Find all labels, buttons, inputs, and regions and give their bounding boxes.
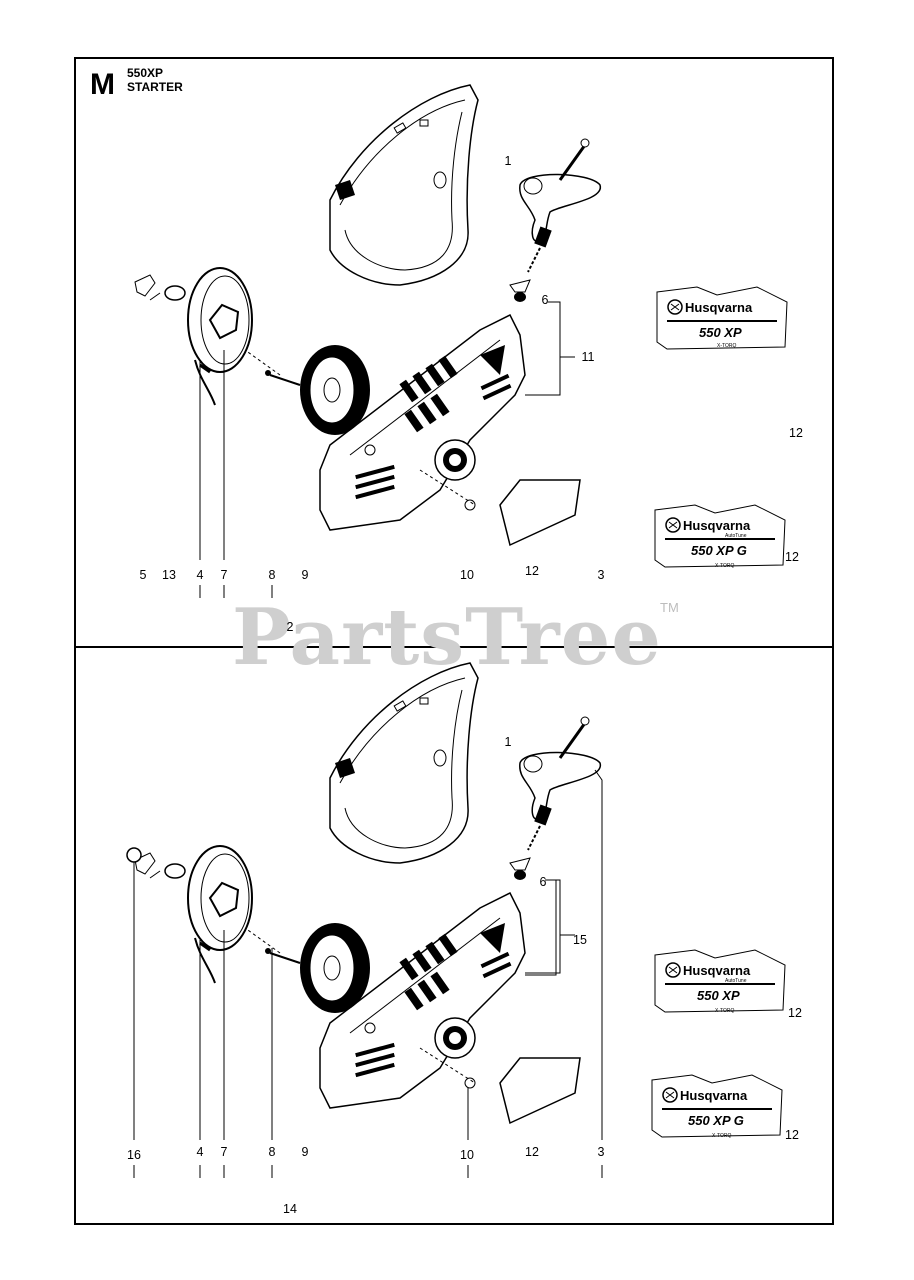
- callout-9: 9: [301, 568, 309, 582]
- callout-12: 12: [785, 550, 799, 564]
- section-title-model: 550XP: [127, 66, 164, 80]
- decal-xtorq: X-TORQ: [715, 1008, 734, 1014]
- callout-9: 9: [301, 1145, 309, 1159]
- watermark: PartsTree: [232, 592, 662, 683]
- callout-3: 3: [597, 1145, 605, 1159]
- callout-14: 14: [283, 1202, 297, 1216]
- starter-assembly-top: [133, 83, 602, 547]
- decal-autotune: AutoTune: [725, 978, 747, 984]
- decal-550xp-bottom: Husqvarna AutoTune 550 XP X-TORQ: [654, 949, 786, 1014]
- callout-15: 15: [573, 933, 587, 947]
- decal-brand: Husqvarna: [685, 300, 753, 315]
- section-letter: M: [90, 68, 115, 101]
- decal-xtorq: X-TORQ: [712, 1133, 731, 1139]
- watermark-trademark: TM: [660, 600, 679, 615]
- callout-10: 10: [460, 568, 474, 582]
- decal-550xp-top: Husqvarna 550 XP X-TORQ: [656, 286, 788, 350]
- callout-5: 5: [139, 568, 147, 582]
- callout-2: 2: [286, 620, 294, 634]
- decal-brand: Husqvarna: [680, 1088, 748, 1103]
- starter-assembly-bottom: [133, 661, 602, 1125]
- decal-550xpg-bottom: Husqvarna 550 XP G X-TORQ: [651, 1074, 783, 1139]
- callout-8: 8: [268, 568, 276, 582]
- decal-brand: Husqvarna: [683, 963, 751, 978]
- callout-12: 12: [785, 1128, 799, 1142]
- decal-model: 550 XP G: [691, 543, 747, 558]
- callout-7: 7: [220, 1145, 228, 1159]
- decal-550xpg-top: Husqvarna AutoTune 550 XP G X-TORQ: [654, 504, 786, 569]
- callout-6: 6: [541, 293, 549, 307]
- callout-12: 12: [789, 426, 803, 440]
- callout-12: 12: [525, 564, 539, 578]
- decal-xtorq: X-TORQ: [717, 343, 736, 349]
- decal-autotune: AutoTune: [725, 533, 747, 539]
- decal-model: 550 XP: [697, 988, 740, 1003]
- decal-brand: Husqvarna: [683, 518, 751, 533]
- decal-xtorq: X-TORQ: [715, 563, 734, 569]
- callout-4: 4: [196, 568, 204, 582]
- callout-4: 4: [196, 1145, 204, 1159]
- callout-8: 8: [268, 1145, 276, 1159]
- callout-16: 16: [127, 1148, 141, 1162]
- section-title-name: STARTER: [127, 80, 183, 94]
- callout-1: 1: [504, 154, 512, 168]
- callout-12: 12: [788, 1006, 802, 1020]
- section-divider: [74, 646, 834, 648]
- callout-7: 7: [220, 568, 228, 582]
- callout-3: 3: [597, 568, 605, 582]
- callout-10: 10: [460, 1148, 474, 1162]
- diagram-frame: [74, 57, 834, 1225]
- callout-11: 11: [581, 350, 595, 364]
- decal-model: 550 XP: [699, 325, 742, 340]
- callout-13: 13: [162, 568, 176, 582]
- callout-1: 1: [504, 735, 512, 749]
- callout-6: 6: [539, 875, 547, 889]
- callout-12: 12: [525, 1145, 539, 1159]
- decal-model: 550 XP G: [688, 1113, 744, 1128]
